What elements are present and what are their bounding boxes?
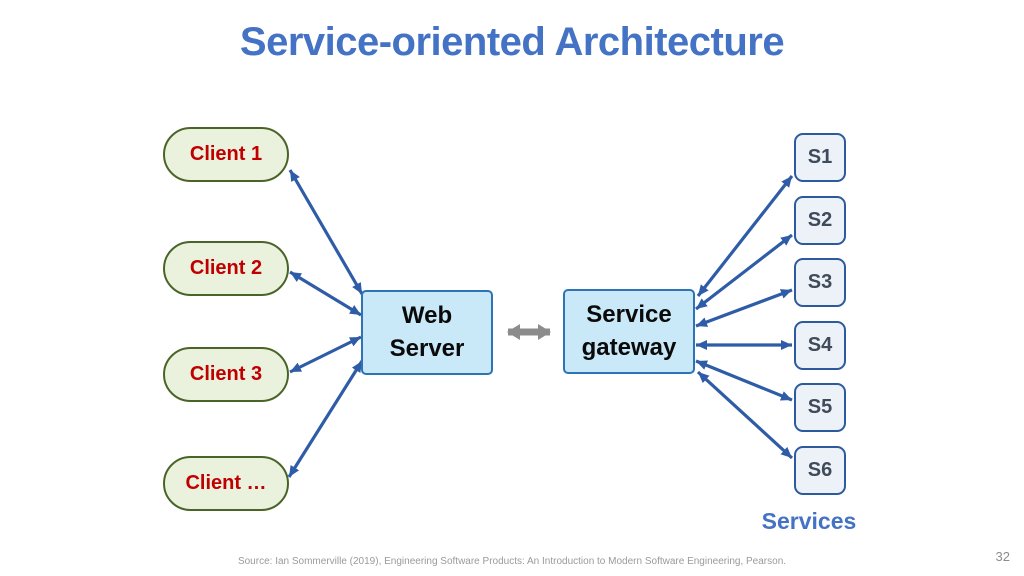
web-server-label-line2: Server: [389, 334, 465, 362]
client-2-node: Client 2: [163, 241, 289, 296]
client-3-label: Client 3: [189, 363, 263, 385]
service-gateway-label-line1: Service: [586, 301, 672, 329]
service-gateway-label-line2: gateway: [581, 333, 677, 361]
client-ellipsis-node: Client …: [163, 456, 289, 511]
service-s1-node: S1: [794, 133, 846, 182]
service-s2-label: S2: [807, 209, 833, 231]
service-gateway-node: Service gateway: [563, 289, 695, 374]
arrow-client2-webserver: [289, 270, 362, 317]
arrow-client3-webserver: [289, 335, 362, 374]
services-caption: Services: [761, 508, 857, 534]
arrow-gateway-s3: [695, 288, 793, 328]
client-ellipsis-label: Client …: [185, 472, 267, 494]
source-citation: Source: Ian Sommerville (2019), Engineer…: [237, 556, 787, 567]
slide-title: Service-oriented Architecture: [239, 20, 785, 64]
arrow-client4-webserver: [287, 360, 364, 478]
service-s4-node: S4: [794, 321, 846, 370]
service-s5-node: S5: [794, 383, 846, 432]
web-server-label-line1: Web: [401, 302, 453, 330]
arrow-gateway-s5: [695, 359, 793, 402]
service-s5-label: S5: [807, 396, 833, 418]
service-s2-node: S2: [794, 196, 846, 245]
arrow-gateway-s6: [696, 370, 794, 460]
service-s1-label: S1: [807, 146, 833, 168]
service-s4-label: S4: [807, 334, 833, 356]
web-server-node: Web Server: [361, 290, 493, 375]
service-s3-label: S3: [807, 271, 833, 293]
service-s6-label: S6: [807, 459, 833, 481]
service-s3-node: S3: [794, 258, 846, 307]
client-1-node: Client 1: [163, 127, 289, 182]
arrow-gateway-s1: [696, 175, 794, 297]
client-3-node: Client 3: [163, 347, 289, 402]
client-1-label: Client 1: [189, 143, 263, 165]
arrow-gateway-s2: [695, 233, 793, 311]
service-s6-node: S6: [794, 446, 846, 495]
arrow-client1-webserver: [288, 169, 364, 295]
client-2-label: Client 2: [189, 257, 263, 279]
page-number: 32: [995, 549, 1010, 564]
